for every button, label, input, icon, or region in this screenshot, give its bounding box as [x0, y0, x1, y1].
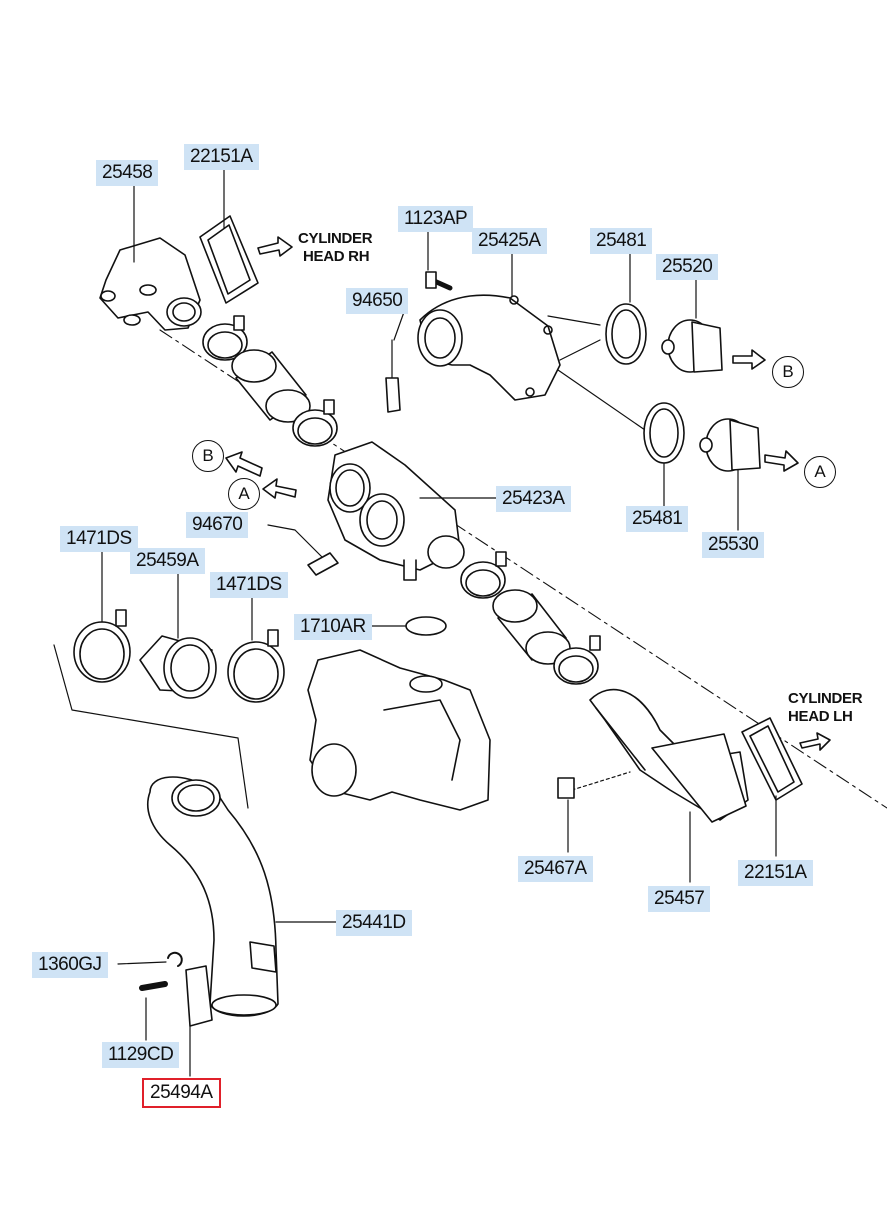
arrow-lh-icon — [799, 732, 831, 751]
note-rh-line2: HEAD RH — [303, 248, 370, 265]
part-label-25467a[interactable]: 25467A — [518, 856, 593, 882]
arrow-a-left-icon — [262, 478, 297, 499]
hose-upper-part — [231, 349, 311, 423]
note-cylinder-rh: CYLINDER HEAD RH — [298, 230, 373, 266]
sensor-94670-part — [267, 524, 339, 576]
hose-clamp-upper2-part — [292, 399, 338, 447]
part-label-22151a-bottom[interactable]: 22151A — [738, 860, 813, 886]
arrow-rh-icon — [257, 236, 293, 257]
water-pipe-25457-part — [589, 688, 749, 823]
hose-clamp-upper-part — [202, 315, 248, 361]
part-label-94650[interactable]: 94650 — [346, 288, 409, 314]
part-label-1360gj[interactable]: 1360GJ — [32, 952, 108, 978]
part-label-25458[interactable]: 25458 — [96, 160, 159, 186]
part-label-25423a[interactable]: 25423A — [496, 486, 571, 512]
thermostat-25530-part — [699, 418, 761, 472]
part-label-25494a[interactable]: 25494A — [142, 1078, 221, 1108]
part-label-1123ap[interactable]: 1123AP — [398, 206, 474, 232]
hose-clamp-lower2-part — [553, 635, 601, 685]
bracket-25494a-part — [185, 965, 213, 1027]
part-label-94670[interactable]: 94670 — [186, 512, 249, 538]
leader-lines-group — [101, 169, 777, 1077]
marker-b-right: B — [772, 356, 804, 388]
part-label-25457[interactable]: 25457 — [648, 886, 711, 912]
part-label-1129cd[interactable]: 1129CD — [102, 1042, 180, 1068]
gasket-top-part — [199, 215, 259, 304]
marker-a-right: A — [804, 456, 836, 488]
note-cylinder-lh: CYLINDER HEAD LH — [788, 690, 863, 726]
part-label-22151a-top[interactable]: 22151A — [184, 144, 259, 170]
arrow-b-right-icon — [732, 349, 766, 370]
hose-clamp-lower-part — [460, 551, 507, 599]
thermostat-25520-part — [661, 319, 723, 373]
marker-b-left: B — [192, 440, 224, 472]
part-label-25530[interactable]: 25530 — [702, 532, 765, 558]
clamp-1471ds-right-part — [227, 629, 285, 703]
note-lh-line2: HEAD LH — [788, 708, 853, 725]
part-label-1471ds-right[interactable]: 1471DS — [210, 572, 288, 598]
gasket-bottom-part — [741, 717, 803, 801]
bolt-25467a-part — [557, 771, 631, 799]
water-pump-part — [307, 649, 491, 811]
marker-a-left: A — [228, 478, 260, 510]
arrow-a-right-icon — [764, 450, 799, 472]
clamp-1471ds-left-part — [73, 609, 131, 683]
part-label-25441d[interactable]: 25441D — [336, 910, 412, 936]
inlet-housing-25423a-part — [327, 441, 465, 581]
clip-1360gj-part — [167, 951, 183, 967]
gasket-25481-top-part — [605, 303, 647, 365]
bolt-1123ap-part — [425, 271, 453, 291]
hose-25459a-part — [139, 635, 217, 699]
pipe-25441d-part — [147, 776, 279, 1017]
part-label-25459a[interactable]: 25459A — [130, 548, 205, 574]
arrow-b-left-icon — [225, 451, 263, 477]
part-label-25425a[interactable]: 25425A — [472, 228, 547, 254]
note-lh-line1: CYLINDER — [788, 690, 863, 707]
oring-1710ar-part — [405, 616, 447, 636]
part-label-1710ar[interactable]: 1710AR — [294, 614, 372, 640]
part-label-25481-top[interactable]: 25481 — [590, 228, 653, 254]
group-bracket — [53, 644, 249, 809]
note-rh-line1: CYLINDER — [298, 230, 373, 247]
leader-lines — [547, 315, 646, 431]
part-label-1471ds-left[interactable]: 1471DS — [60, 526, 138, 552]
part-label-25520[interactable]: 25520 — [656, 254, 719, 280]
part-label-25481-mid[interactable]: 25481 — [626, 506, 689, 532]
sensor-94650-part — [385, 339, 401, 413]
hose-lower-part — [492, 589, 571, 665]
outlet-fitting-part — [99, 237, 202, 331]
thermostat-housing-part — [417, 294, 561, 401]
bolt-1129cd-part — [139, 981, 168, 991]
